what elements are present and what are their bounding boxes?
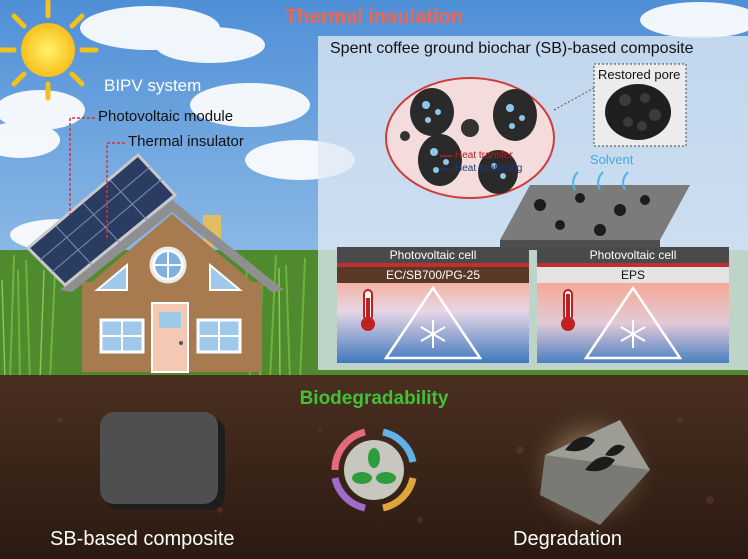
photovoltaic-module-label: Photovoltaic module xyxy=(98,108,234,125)
thermal-insulation-title: Thermal insulation xyxy=(285,6,463,28)
photovoltaic-cell-label-2: Photovoltaic cell xyxy=(589,248,677,262)
thermal-insulator-label: Thermal insulator xyxy=(128,133,244,150)
degraded-composite xyxy=(520,400,660,540)
sun-icon xyxy=(0,0,99,101)
snowflake-icon xyxy=(420,320,446,348)
thermometer-icon xyxy=(361,289,375,331)
restored-pore-label: Restored pore xyxy=(598,67,681,82)
heat-scattering-label: Heat scattering xyxy=(455,163,523,174)
heat-transfer-label: Heat transfer xyxy=(455,150,513,161)
composite-panel-title: Spent coffee ground biochar (SB)-based c… xyxy=(330,40,694,57)
photovoltaic-cell-label-1: Photovoltaic cell xyxy=(389,248,477,262)
recycle-cycle-icon xyxy=(331,428,417,512)
leader-lines xyxy=(69,117,125,238)
bipv-system-label: BIPV system xyxy=(104,76,202,95)
biodegradability-title: Biodegradability xyxy=(299,388,449,409)
solvent-label: Solvent xyxy=(590,152,634,167)
insulation-layer-label-2: EPS xyxy=(620,268,645,282)
sb-composite-label: SB-based composite xyxy=(50,528,235,550)
degradation-label: Degradation xyxy=(513,528,622,550)
composite-microstructure xyxy=(385,77,555,199)
composite-tile xyxy=(100,412,225,510)
snowflake-icon xyxy=(620,320,646,348)
thermometer-icon xyxy=(561,289,575,331)
restored-pore-image xyxy=(553,63,687,147)
insulation-layer-label-1: EC/SB700/PG-25 xyxy=(385,268,481,282)
house-illustration xyxy=(25,152,284,373)
